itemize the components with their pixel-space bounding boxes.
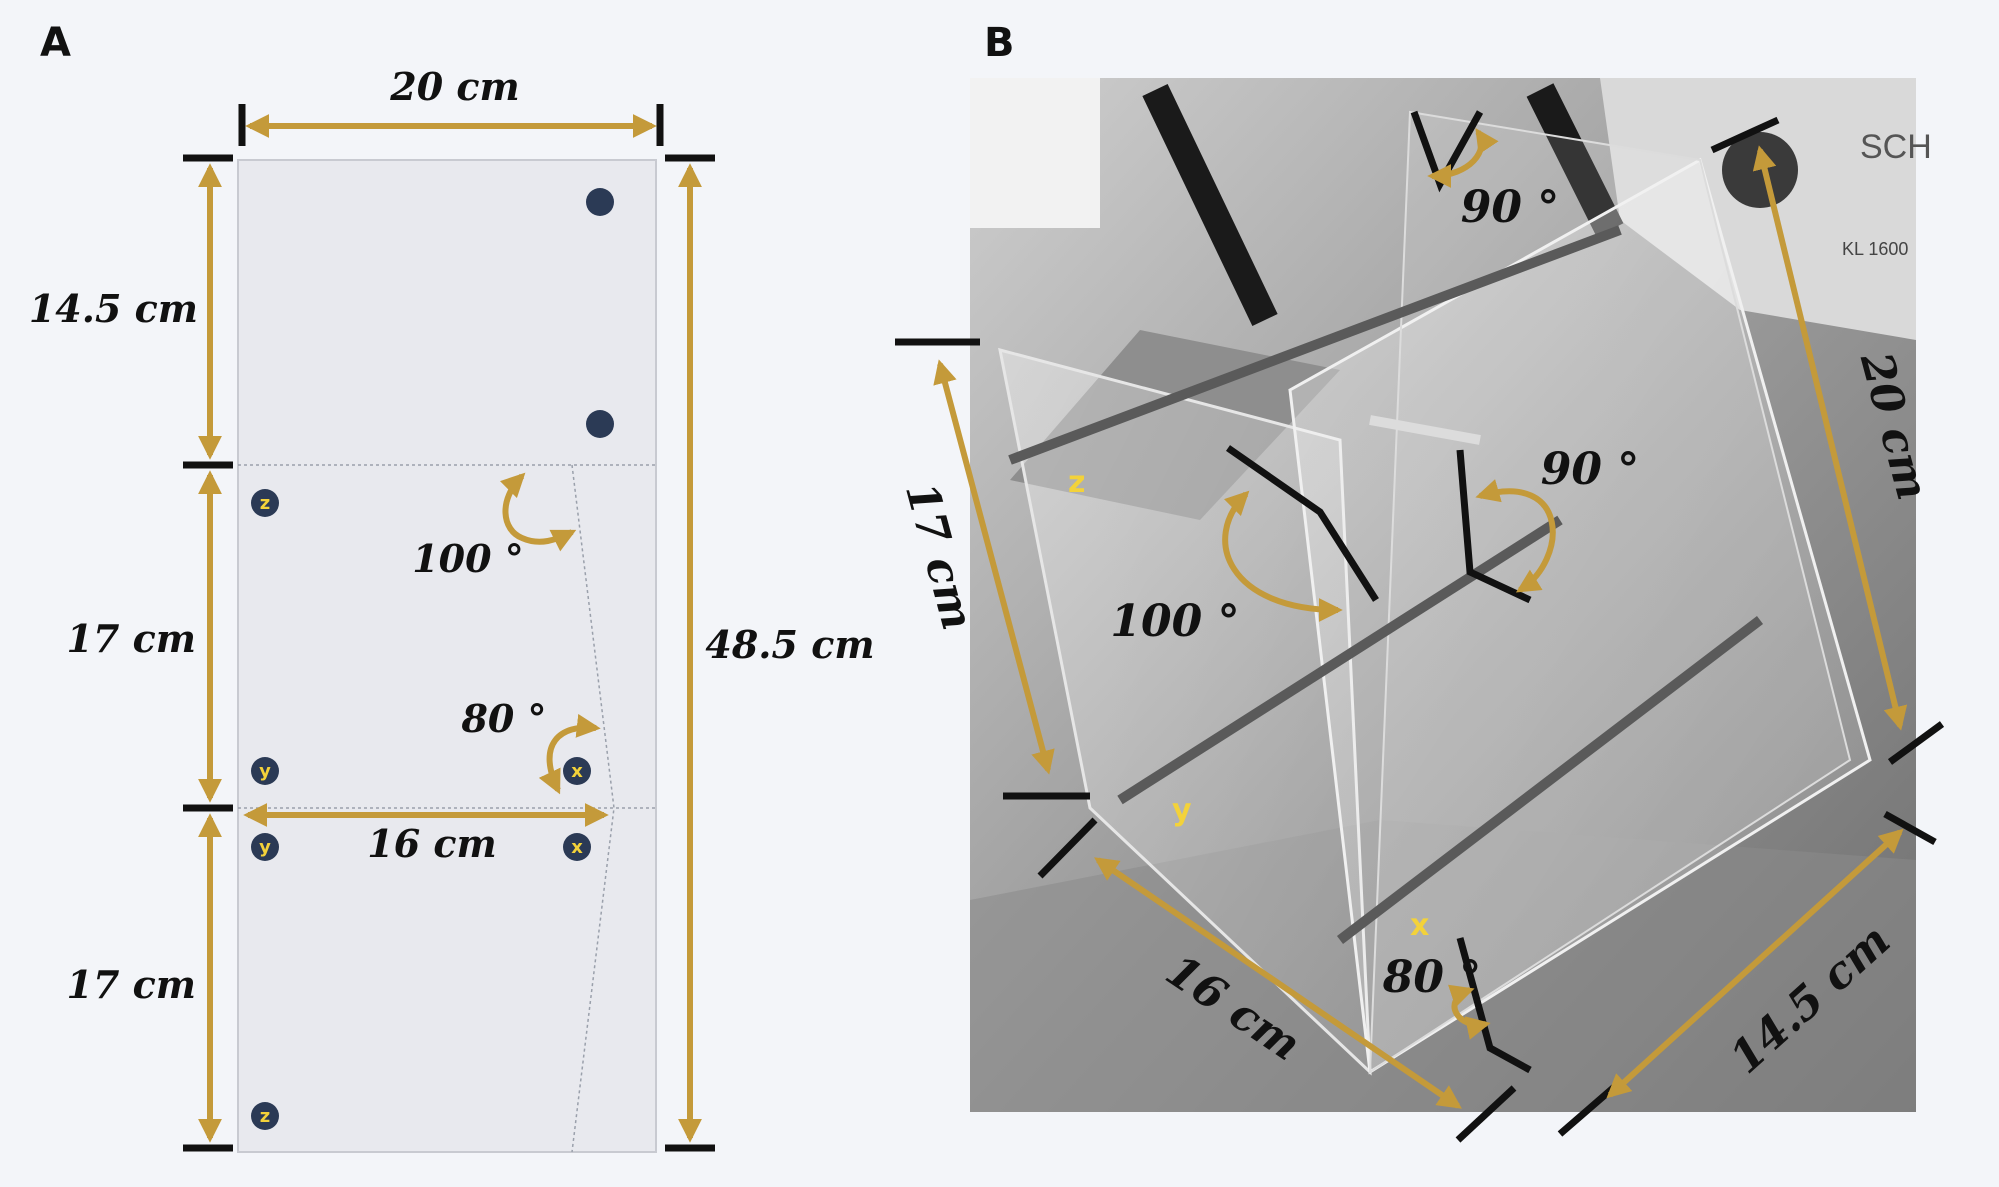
tick-bottom-left [1037, 817, 1098, 879]
photo-angle-left-arrow [1222, 490, 1343, 622]
photo-bolt [1369, 415, 1481, 445]
photo-pin-y: y [1172, 793, 1192, 828]
photo-dim-left-label: 17 cm [895, 477, 983, 635]
dim-width-top: 20 cm [238, 64, 664, 146]
panel-a-label: A [40, 20, 71, 66]
photo-pin-x: x [1410, 908, 1429, 943]
pin-y-upper: y [251, 757, 279, 785]
photo-arrow-left [933, 359, 1055, 775]
dim-width-top-label: 20 cm [389, 64, 519, 109]
dim-seg-bottom-label: 17 cm [67, 962, 196, 1007]
dim-seg-mid-label: 17 cm [67, 616, 196, 661]
dim-seg-top-label: 14.5 cm [29, 286, 198, 331]
cut-line [571, 464, 615, 1153]
pin-z-lower: z [251, 1102, 279, 1130]
tick-right-upper [1887, 721, 1945, 765]
photo-angle-right-arrow [1475, 479, 1556, 593]
angle-lower-label: 80 ° [460, 696, 546, 741]
tick-top-right [1710, 116, 1780, 154]
photo-angle-bottom-label: 80 ° [1382, 952, 1482, 1003]
svg-text:y: y [259, 837, 271, 858]
photo-rod-z [1008, 225, 1622, 465]
photo-clamp-left [1142, 83, 1278, 327]
tick-bottom-mid [1455, 1085, 1517, 1143]
svg-text:z: z [260, 1106, 270, 1127]
pin-y-lower: y [251, 833, 279, 861]
panel-a: A z y x y x [29, 20, 875, 1153]
flat-sheet [237, 159, 657, 1153]
photo-clamp-right [1526, 83, 1624, 237]
pin-x-upper: x [563, 757, 591, 785]
photo-angle-bottom-arrow [1447, 984, 1491, 1040]
dim-width-fold: 16 cm [243, 803, 609, 866]
dim-total: 48.5 cm [665, 154, 875, 1152]
device-model-text: KL 1600 [1842, 239, 1908, 259]
photo-angle-right-label: 90 ° [1541, 444, 1640, 495]
dim-left-segments: 14.5 cm 17 cm 17 cm [29, 154, 233, 1152]
angle-upper: 100 ° [412, 472, 577, 581]
svg-text:x: x [571, 761, 583, 782]
hole-top-2 [586, 410, 614, 438]
marker-bottom [1456, 937, 1532, 1074]
photo-angle-top-arrow [1427, 128, 1499, 188]
photo-angle-top-label: 90 ° [1461, 182, 1560, 233]
svg-text:z: z [260, 493, 270, 514]
dim-width-fold-label: 16 cm [367, 821, 496, 866]
panel-b-label: B [984, 20, 1015, 66]
panel-b: B SCH KL 1600 z y [895, 20, 1945, 1143]
photo-styrofoam [970, 78, 1100, 228]
angle-upper-label: 100 ° [412, 536, 524, 581]
device-brand-text: SCH [1860, 128, 1932, 166]
photo-arrow-bottom-left [1094, 857, 1462, 1109]
sheet-outline [237, 159, 657, 1153]
svg-text:y: y [259, 761, 271, 782]
pin-z-upper: z [251, 489, 279, 517]
dim-total-label: 48.5 cm [705, 622, 874, 667]
svg-text:x: x [571, 837, 583, 858]
tick-right-lower [1883, 810, 1937, 846]
photo-arrow-bottom-right [1606, 828, 1904, 1099]
pin-x-lower: x [563, 833, 591, 861]
photo-pin-z: z [1068, 465, 1085, 500]
angle-lower: 80 ° [460, 696, 601, 795]
hole-top-1 [586, 188, 614, 216]
photo-angle-left-label: 100 ° [1110, 596, 1239, 647]
photo-arrow-top-right [1752, 145, 1908, 731]
